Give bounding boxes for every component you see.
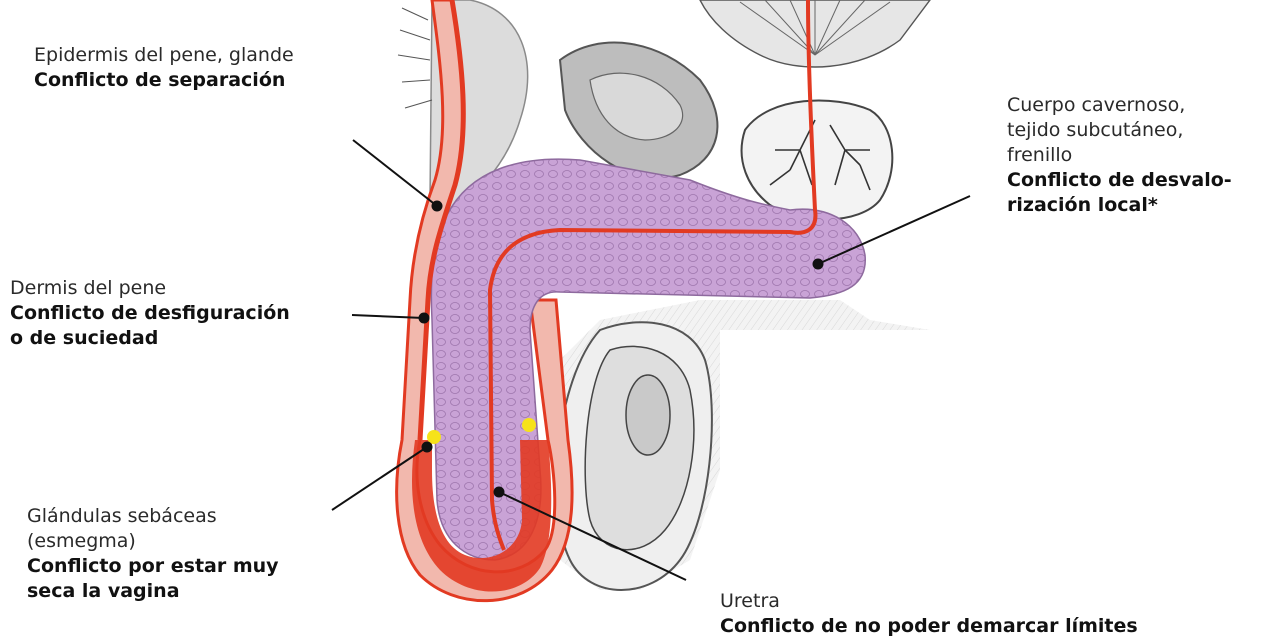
label-sebaceous: Glándulas sebáceas (esmegma) Conflicto p… <box>27 504 279 604</box>
cavernous-name-line2: tejido subcutáneo, <box>1007 118 1232 143</box>
sebaceous-conflict-line1: Conflicto por estar muy <box>27 554 279 579</box>
dermis-conflict-line2: o de suciedad <box>10 326 290 351</box>
sebaceous-name-line2: (esmegma) <box>27 529 279 554</box>
epidermis-name: Epidermis del pene, glande <box>34 43 294 68</box>
urethra-conflict: Conflicto de no poder demarcar límites <box>720 614 1138 639</box>
cavernous-conflict-line2: rización local* <box>1007 193 1232 218</box>
label-cavernous: Cuerpo cavernoso, tejido subcutáneo, fre… <box>1007 93 1232 218</box>
marker-yellow-left <box>427 430 441 444</box>
cavernous-name-line3: frenillo <box>1007 143 1232 168</box>
sebaceous-conflict-line2: seca la vagina <box>27 579 279 604</box>
urethra-name: Uretra <box>720 589 1138 614</box>
label-urethra: Uretra Conflicto de no poder demarcar lí… <box>720 589 1138 639</box>
cavernous-conflict-line1: Conflicto de desvalo- <box>1007 168 1232 193</box>
label-epidermis: Epidermis del pene, glande Conflicto de … <box>34 43 294 93</box>
marker-yellow-right <box>522 418 536 432</box>
epidermis-conflict: Conflicto de separación <box>34 68 294 93</box>
dermis-name: Dermis del pene <box>10 276 290 301</box>
cavernous-name-line1: Cuerpo cavernoso, <box>1007 93 1232 118</box>
sebaceous-name-line1: Glándulas sebáceas <box>27 504 279 529</box>
dermis-conflict-line1: Conflicto de desfiguración <box>10 301 290 326</box>
label-dermis: Dermis del pene Conflicto de desfiguraci… <box>10 276 290 351</box>
